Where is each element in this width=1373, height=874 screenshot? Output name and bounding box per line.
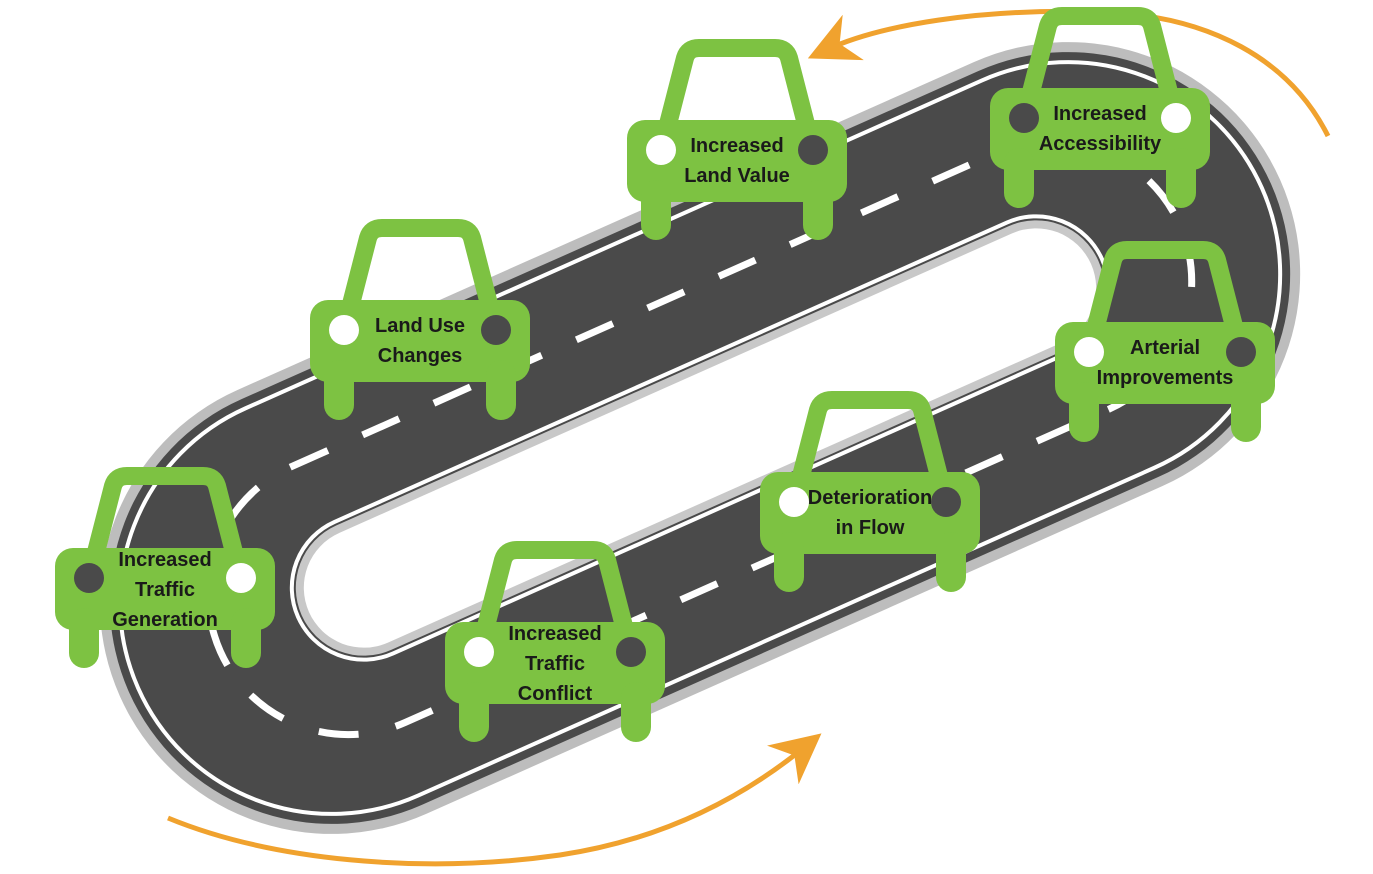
car-label-line: Improvements [1097,367,1234,389]
road-lane-dashes [204,137,1196,739]
car-wheel [621,682,651,742]
car-label-line: Land Use [375,315,465,337]
headlight-icon [1226,337,1256,367]
road-inner-white-line [289,214,1111,662]
car-body [760,472,980,554]
headlight-icon [931,487,961,517]
headlight-icon [616,637,646,667]
headlight-icon [481,315,511,345]
car-body [445,622,665,704]
car-body [55,548,275,630]
headlight-icon [226,563,256,593]
car-label-line: Conflict [518,683,593,705]
car-wheel [774,532,804,592]
car-wheel [459,682,489,742]
headlight-icon [1161,103,1191,133]
car-wheel [1069,382,1099,442]
headlight-icon [646,135,676,165]
car-wheel [486,360,516,420]
car-body [990,88,1210,170]
car-wheel [69,608,99,668]
car-label-line: in Flow [836,517,905,539]
car-roof [791,391,949,483]
curved-arrow-icon-bottom [167,733,822,867]
car-label-line: Changes [378,345,462,367]
car-body [627,120,847,202]
headlight-icon [1074,337,1104,367]
car-label-line: Traffic [525,653,585,675]
car-wheel [641,180,671,240]
headlight-icon [798,135,828,165]
car-wheel [324,360,354,420]
headlight-icon [329,315,359,345]
car-wheel [1004,148,1034,208]
headlight-icon [464,637,494,667]
car-roof [1086,241,1244,333]
car-label-line: Increased [1053,103,1146,125]
car-wheel [803,180,833,240]
car-roof [341,219,499,311]
car-label-line: Generation [112,609,218,631]
headlight-icon [779,487,809,517]
car-label-line: Arterial [1130,337,1200,359]
car-label-line: Traffic [135,579,195,601]
headlight-icon [1009,103,1039,133]
headlight-icon [74,563,104,593]
car-wheel [1166,148,1196,208]
car-label-deterioration-in-flow: Deterioration in Flow [808,487,932,539]
car-wheel [936,532,966,592]
road-outer-white-line [117,60,1283,816]
car-label-line: Land Value [684,165,790,187]
car-wheel [1231,382,1261,442]
car-label-line: Accessibility [1039,133,1162,155]
car-body [1055,322,1275,404]
car-wheel [231,608,261,668]
car-label-line: Increased [118,549,211,571]
car-roof [476,541,634,633]
car-roof [658,39,816,131]
car-roof [86,467,244,559]
road [99,42,1301,834]
car-label-line: Increased [508,623,601,645]
car-body [310,300,530,382]
road-infield [303,228,1097,648]
car-roof [1021,7,1179,99]
car-label-line: Deterioration [808,487,932,509]
car-label-line: Increased [690,135,783,157]
car-deterioration-in-flow: Deterioration in Flow [760,391,980,592]
